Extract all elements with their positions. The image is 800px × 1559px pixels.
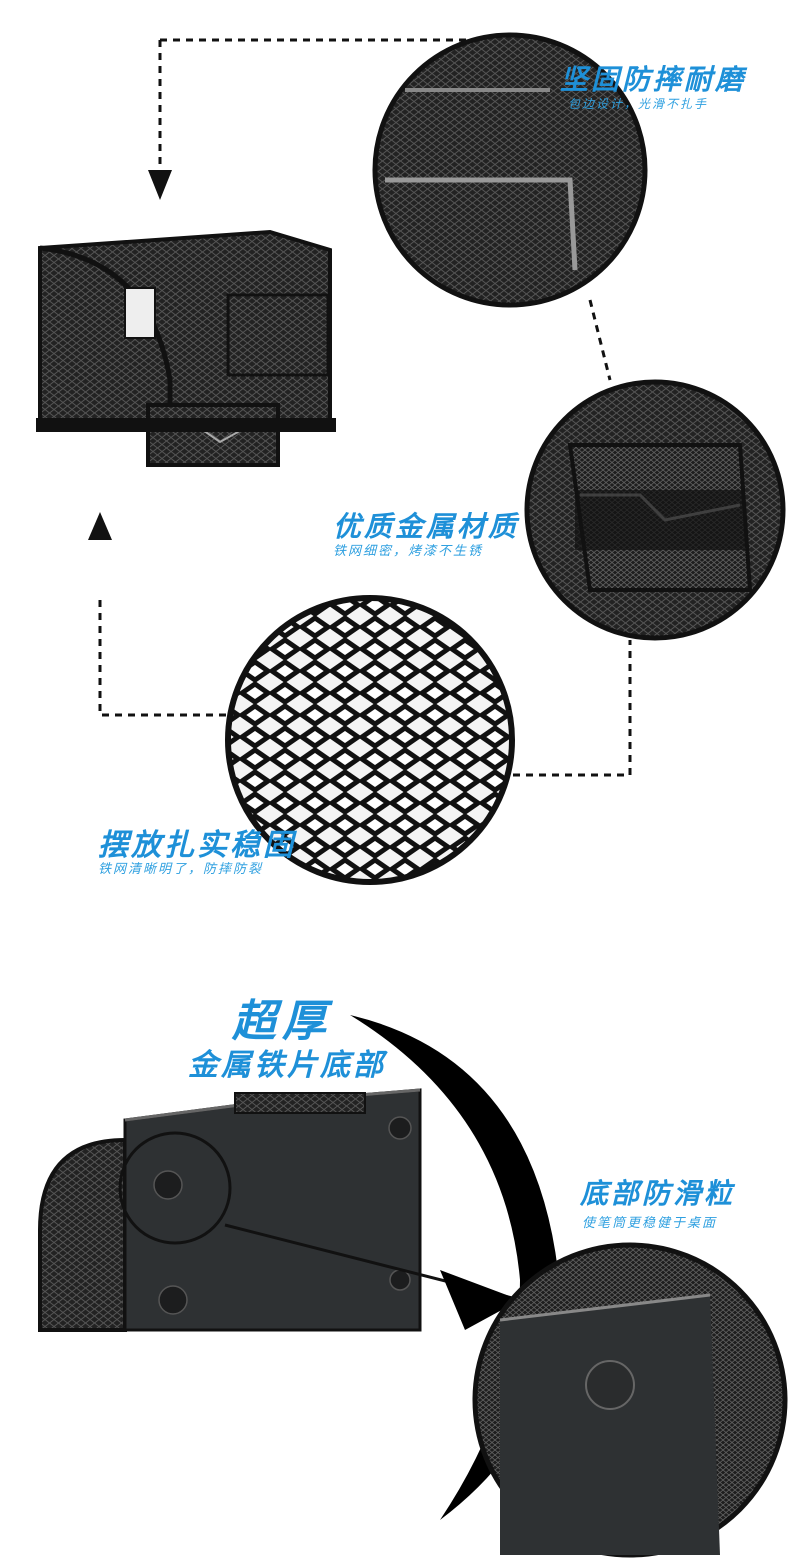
feature-1-title: 坚固防摔耐磨 xyxy=(560,63,747,96)
feature-2-title: 优质金属材质 xyxy=(333,510,520,543)
organizer-main xyxy=(36,229,336,467)
headline-subtitle: 金属铁片底部 xyxy=(188,1048,386,1083)
feature-2-subtitle: 铁网细密，烤漆不生锈 xyxy=(333,544,484,559)
organizer-back-view xyxy=(38,1088,422,1332)
detail-circle-foot xyxy=(472,1242,788,1558)
arrow-down-icon xyxy=(148,170,172,200)
foot-feature-subtitle: 使笔筒更稳健于桌面 xyxy=(582,1216,718,1231)
detail-circle-drawer xyxy=(524,379,786,641)
detail-circle-edge xyxy=(372,32,648,308)
feature-1-subtitle: 包边设计，光滑不扎手 xyxy=(568,97,709,111)
arrow-up-icon xyxy=(88,512,112,540)
detail-circle-mesh xyxy=(225,595,515,885)
feature-3-title: 摆放扎实稳固 xyxy=(98,828,296,863)
pointer-arrow-icon xyxy=(440,1270,520,1330)
foot-feature-title: 底部防滑粒 xyxy=(580,1177,736,1210)
feature-3-subtitle: 铁网清晰明了，防摔防裂 xyxy=(98,862,264,877)
headline: 超厚 xyxy=(232,996,332,1047)
